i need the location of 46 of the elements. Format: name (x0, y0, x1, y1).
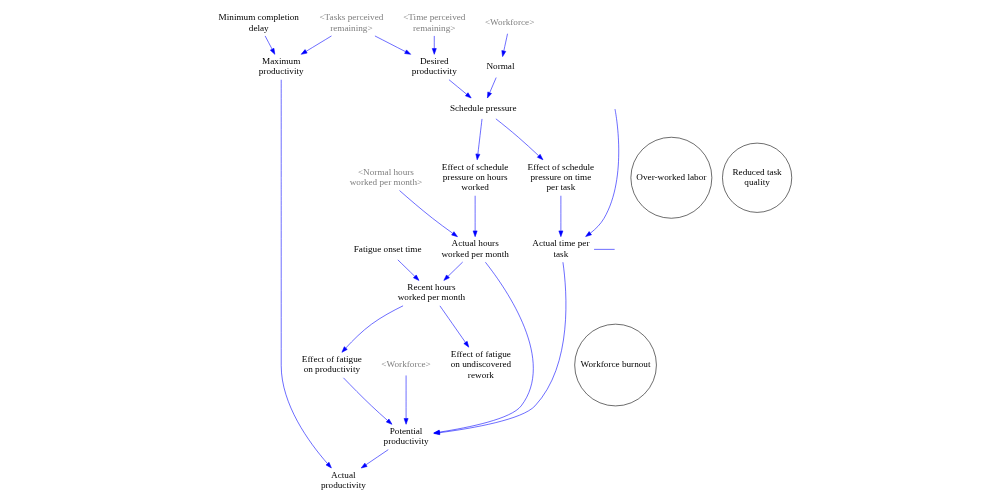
arrow (495, 118, 544, 161)
node-text: <Workforce> (381, 359, 431, 370)
node-text: Maximum productivity (258, 56, 304, 77)
arrow (443, 261, 463, 281)
arrow (343, 377, 393, 425)
node-text: Effect of schedule pressure on time per task (527, 161, 595, 193)
arrow (280, 79, 332, 469)
arrow (300, 35, 332, 55)
arrow (264, 35, 276, 55)
node-text: Fatigue onset time (353, 243, 422, 254)
node-circle: Reduced task quality (722, 142, 793, 213)
node-text: Effect of schedule pressure on hours worked (441, 161, 509, 193)
node-text: <Workforce> (484, 17, 535, 28)
arrow (448, 79, 472, 99)
arrow (475, 118, 483, 161)
node-text: Potential productivity (383, 425, 429, 447)
arrow (439, 305, 470, 348)
arrow (585, 108, 620, 237)
node-text: Actual time per task (532, 238, 590, 259)
node-text: Recent hours worked per month (397, 282, 466, 303)
arrow (472, 195, 478, 237)
node-text: Normal (486, 61, 515, 72)
arrow (399, 190, 458, 237)
node-text: <Normal hours worked per month> (349, 166, 423, 188)
arrow (360, 449, 389, 469)
node-text: Actual productivity (320, 469, 366, 491)
node-circle: Workforce burnout (574, 323, 657, 407)
arrow (487, 77, 497, 99)
arrow (501, 33, 508, 57)
node-text: <Time perceived remaining> (403, 12, 466, 33)
arrow (431, 35, 437, 55)
node-text: Schedule pressure (449, 102, 517, 113)
arrow (397, 259, 420, 281)
node-text: Desired productivity (411, 56, 457, 77)
arrow (433, 261, 567, 435)
arrow (374, 35, 411, 55)
node-text: Effect of fatigue on undiscovered rework (450, 348, 512, 380)
arrow (341, 305, 404, 353)
node-text: <Tasks perceived remaining> (319, 12, 384, 33)
arrow (433, 261, 534, 435)
node-text: Effect of fatigue on productivity (301, 354, 362, 375)
node-circle: Over-worked labor (630, 136, 713, 219)
arrow (403, 375, 409, 425)
node-text: Actual hours worked per month (441, 238, 509, 259)
node-text: Minimum completion delay (218, 12, 299, 33)
arrow (558, 195, 564, 237)
